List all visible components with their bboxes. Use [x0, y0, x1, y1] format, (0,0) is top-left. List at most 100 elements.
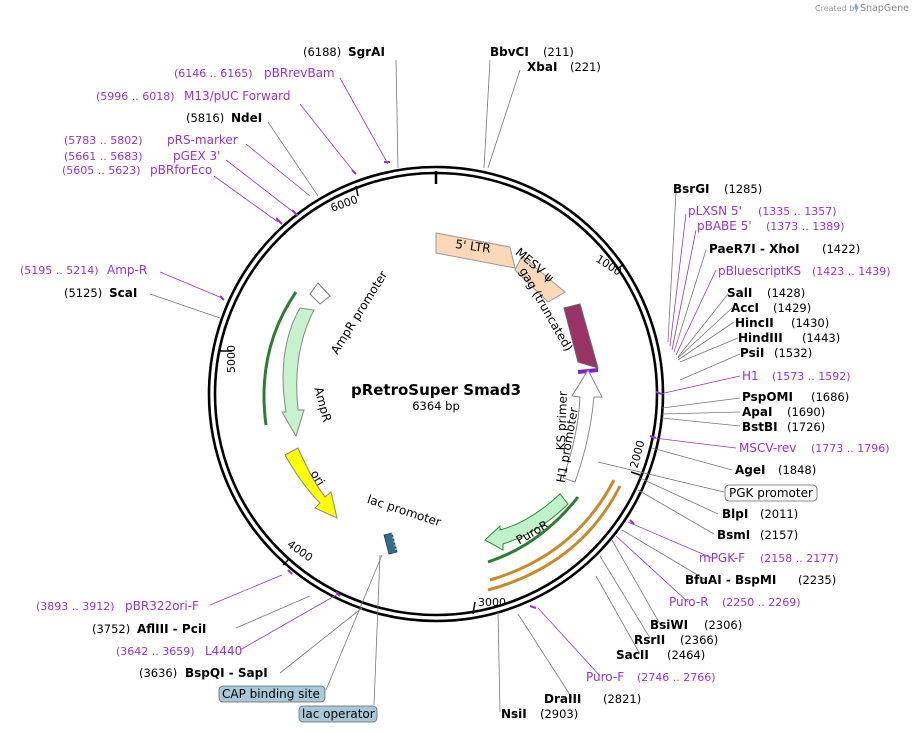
svg-text:pLXSN 5': pLXSN 5': [688, 204, 742, 218]
site-bbvci[interactable]: BbvCI (211): [490, 45, 574, 59]
primer-mscv-rev[interactable]: MSCV-rev (1773 .. 1796): [739, 441, 890, 455]
tick-4000: 4000: [282, 538, 315, 566]
svg-text:(2306): (2306): [704, 618, 742, 632]
svg-text:(2235): (2235): [798, 573, 836, 587]
primer-pbrforeco[interactable]: (5605 .. 5623) pBRforEco: [62, 163, 212, 177]
feature-ampr[interactable]: [281, 307, 315, 438]
primer-h1[interactable]: H1 (1573 .. 1592): [742, 369, 851, 383]
pgk-strand-1: [489, 479, 616, 582]
svg-text:(5605 .. 5623): (5605 .. 5623): [62, 164, 141, 177]
site-agei[interactable]: AgeI (1848): [735, 463, 816, 477]
svg-text:XbaI: XbaI: [527, 60, 557, 74]
svg-text:(1423 .. 1439): (1423 .. 1439): [812, 265, 891, 278]
site-bspqi-sapi[interactable]: (3636) BspQI - SapI: [139, 666, 268, 680]
svg-text:L4440: L4440: [205, 644, 242, 658]
plasmid-size: 6364 bp: [412, 399, 460, 413]
svg-text:DraIII: DraIII: [544, 692, 581, 706]
feature-pgk-promoter[interactable]: PGK promoter: [724, 484, 818, 502]
svg-text:BspQI - SapI: BspQI - SapI: [185, 666, 268, 680]
feature-mesv-psi[interactable]: [514, 255, 566, 303]
site-xbai[interactable]: XbaI (221): [527, 60, 601, 74]
primer-amp-r[interactable]: (5195 .. 5214) Amp-R: [20, 263, 147, 277]
svg-text:pBluescriptKS: pBluescriptKS: [718, 264, 801, 278]
svg-text:BsmI: BsmI: [717, 528, 750, 542]
svg-text:BfuAI - BspMI: BfuAI - BspMI: [685, 573, 776, 587]
site-nsii[interactable]: NsiI (2903): [501, 707, 578, 721]
site-apai[interactable]: ApaI (1690): [742, 405, 825, 419]
site-scai[interactable]: (5125) ScaI: [64, 286, 137, 300]
svg-text:(5661 .. 5683): (5661 .. 5683): [64, 150, 143, 163]
svg-text:PspOMI: PspOMI: [742, 390, 793, 404]
svg-text:(5125): (5125): [64, 286, 102, 300]
site-afliii-pcii[interactable]: (3752) AflIII - PciI: [92, 622, 206, 636]
site-sacii[interactable]: SacII (2464): [616, 648, 705, 662]
feature-lac-operator[interactable]: lac operator: [298, 705, 378, 723]
feature-gag[interactable]: [563, 303, 599, 369]
svg-text:(5996 .. 6018): (5996 .. 6018): [96, 90, 175, 103]
site-ndei[interactable]: (5816) NdeI: [186, 111, 262, 125]
svg-text:M13/pUC Forward: M13/pUC Forward: [184, 89, 291, 103]
site-hindiii[interactable]: HindIII (1443): [738, 331, 840, 345]
feature-h1-promoter[interactable]: [562, 368, 603, 483]
snapgene-logo: SnapGene: [854, 3, 909, 14]
primer-pgex3[interactable]: (5661 .. 5683) pGEX 3': [64, 149, 220, 163]
svg-text:MSCV-rev: MSCV-rev: [739, 441, 796, 455]
svg-text:AgeI: AgeI: [735, 463, 765, 477]
svg-text:NdeI: NdeI: [231, 111, 262, 125]
svg-text:PGK promoter: PGK promoter: [729, 486, 813, 500]
lac-promoter-label: lac promoter: [365, 492, 442, 529]
site-hincii[interactable]: HincII (1430): [735, 316, 829, 330]
primer-puro-f[interactable]: Puro-F (2746 .. 2766): [586, 670, 716, 684]
svg-text:(1573 .. 1592): (1573 .. 1592): [772, 370, 851, 383]
svg-text:(1690): (1690): [787, 405, 825, 419]
primer-l4440[interactable]: (3642 .. 3659) L4440: [116, 644, 242, 658]
svg-text:(2157): (2157): [760, 528, 798, 542]
svg-text:ScaI: ScaI: [109, 286, 137, 300]
svg-text:(1428): (1428): [767, 286, 805, 300]
primer-pbr322ori-f[interactable]: (3893 .. 3912) pBR322ori-F: [36, 599, 199, 613]
site-sali[interactable]: SalI (1428): [727, 286, 805, 300]
site-bfuai-bspmi[interactable]: BfuAI - BspMI (2235): [685, 573, 836, 587]
svg-text:5000: 5000: [225, 345, 238, 373]
primer-pbabe5[interactable]: pBABE 5' (1373 .. 1389): [697, 219, 845, 233]
site-draiii[interactable]: DraIII (2821): [544, 692, 641, 706]
svg-text:(2011): (2011): [760, 507, 798, 521]
site-acci[interactable]: AccI (1429): [731, 301, 811, 315]
site-blpi[interactable]: BlpI (2011): [722, 507, 798, 521]
svg-text:pBR322ori-F: pBR322ori-F: [125, 599, 199, 613]
primer-puro-r[interactable]: Puro-R (2250 .. 2269): [669, 595, 801, 609]
feature-cap-binding-site[interactable]: CAP binding site: [218, 685, 326, 703]
feature-ampr-promoter[interactable]: [309, 282, 331, 305]
site-bsrgi[interactable]: BsrGI (1285): [673, 182, 762, 196]
site-rsrii[interactable]: RsrII (2366): [634, 633, 718, 647]
feature-ori[interactable]: ori: [284, 447, 338, 519]
svg-text:(1373 .. 1389): (1373 .. 1389): [766, 220, 845, 233]
svg-text:SnapGene: SnapGene: [860, 3, 909, 14]
site-bsmi[interactable]: BsmI (2157): [717, 528, 798, 542]
primer-pbrrevbam[interactable]: (6146 .. 6165) pBRrevBam: [174, 66, 335, 80]
svg-text:ApaI: ApaI: [742, 405, 772, 419]
site-bsiwi[interactable]: BsiWI (2306): [650, 618, 742, 632]
tick-3000: 3000: [472, 596, 506, 615]
ampr-strand: [262, 291, 298, 426]
svg-text:(6146 .. 6165): (6146 .. 6165): [174, 67, 253, 80]
primer-m13-puc-forward[interactable]: (5996 .. 6018) M13/pUC Forward: [96, 89, 291, 103]
svg-text:(5816): (5816): [186, 111, 224, 125]
primer-mpgk-f[interactable]: mPGK-F (2158 .. 2177): [699, 551, 839, 565]
site-psii[interactable]: PsiI (1532): [740, 346, 812, 360]
svg-text:SacII: SacII: [616, 648, 649, 662]
svg-text:(1532): (1532): [774, 346, 812, 360]
feature-5ltr[interactable]: 5' LTR: [435, 232, 516, 269]
site-sgrai[interactable]: (6188) SgrAI: [303, 45, 385, 59]
primer-plxsn5[interactable]: pLXSN 5' (1335 .. 1357): [688, 204, 837, 218]
site-pspomi[interactable]: PspOMI (1686): [742, 390, 849, 404]
primer-pbluescriptks[interactable]: pBluescriptKS (1423 .. 1439): [718, 264, 891, 278]
svg-text:Puro-R: Puro-R: [669, 595, 709, 609]
site-bstbi[interactable]: BstBI (1726): [742, 420, 825, 434]
primer-prs-marker[interactable]: (5783 .. 5802) pRS-marker: [64, 133, 238, 147]
svg-text:(1285): (1285): [724, 182, 762, 196]
svg-text:mPGK-F: mPGK-F: [699, 551, 745, 565]
lac-operator-marker: [383, 532, 398, 555]
site-paer7i-xhoi[interactable]: PaeR7I - XhoI (1422): [709, 242, 860, 256]
